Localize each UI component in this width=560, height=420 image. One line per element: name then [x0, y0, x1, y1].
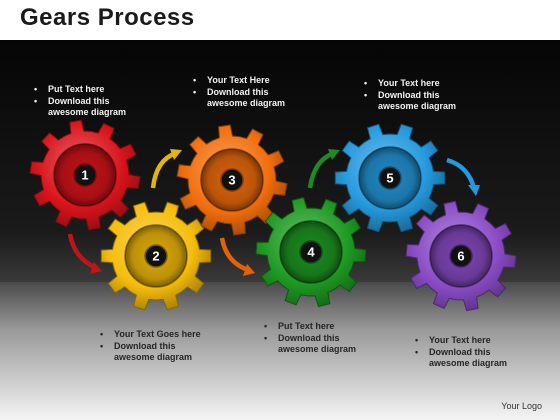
logo-text: Your Logo [501, 401, 542, 411]
text-box-2-line-2: Download this awesome diagram [100, 341, 210, 364]
gear-5: 5 [334, 123, 446, 233]
text-box-4-line-2: Download this awesome diagram [264, 333, 374, 356]
arrow-3-to-4 [219, 237, 249, 273]
gear-5-number: 5 [386, 171, 393, 186]
gear-1-number: 1 [81, 168, 88, 183]
gear-4-hub [299, 240, 323, 264]
arrow-5-to-6 [446, 157, 477, 189]
gear-2-number: 2 [152, 249, 159, 264]
gear-6: 6 [405, 200, 517, 312]
gear-3-number: 3 [228, 173, 235, 188]
gear-6-hub [449, 244, 473, 268]
text-box-1-line-1: Put Text here [34, 84, 144, 96]
gear-5-hub [378, 166, 402, 190]
page-title: Gears Process [20, 4, 195, 31]
gear-4: 4 [255, 196, 367, 308]
gear-4-number: 4 [307, 245, 315, 260]
text-box-6-line-1: Your Text here [415, 335, 525, 347]
gear-1-hub [73, 163, 97, 187]
arrow-5-to-6-head [468, 185, 480, 196]
text-box-1-line-2: Download this awesome diagram [34, 96, 144, 119]
gear-3-hub [220, 168, 244, 192]
gear-6-number: 6 [457, 249, 464, 264]
gears-layer: 1 2 3 4 5 6 [29, 119, 517, 312]
text-box-6-line-2: Download this awesome diagram [415, 347, 525, 370]
text-box-5-line-2: Download this awesome diagram [364, 90, 474, 113]
text-box-3-line-2: Download this awesome diagram [193, 87, 303, 110]
gear-3: 3 [176, 124, 288, 236]
text-box-2: Your Text Goes here Download this awesom… [100, 329, 210, 364]
text-box-6: Your Text here Download this awesome dia… [415, 335, 525, 370]
text-box-3-line-1: Your Text Here [193, 75, 303, 87]
arrow-1-to-2 [67, 233, 97, 271]
text-box-2-line-1: Your Text Goes here [100, 329, 210, 341]
arrow-2-to-3-head [170, 149, 182, 160]
text-box-5-line-1: Your Text here [364, 78, 474, 90]
gear-2: 2 [100, 201, 212, 311]
text-box-1: Put Text here Download this awesome diag… [34, 84, 144, 119]
text-box-4: Put Text here Download this awesome diag… [264, 321, 374, 356]
text-box-5: Your Text here Download this awesome dia… [364, 78, 474, 113]
text-box-4-line-1: Put Text here [264, 321, 374, 333]
arrow-1-to-2-head [90, 262, 102, 274]
arrow-4-to-5-head [328, 149, 340, 160]
gear-2-hub [144, 244, 168, 268]
gear-1: 1 [29, 119, 141, 231]
text-box-3: Your Text Here Download this awesome dia… [193, 75, 303, 110]
arrow-3-to-4-head [243, 264, 255, 276]
